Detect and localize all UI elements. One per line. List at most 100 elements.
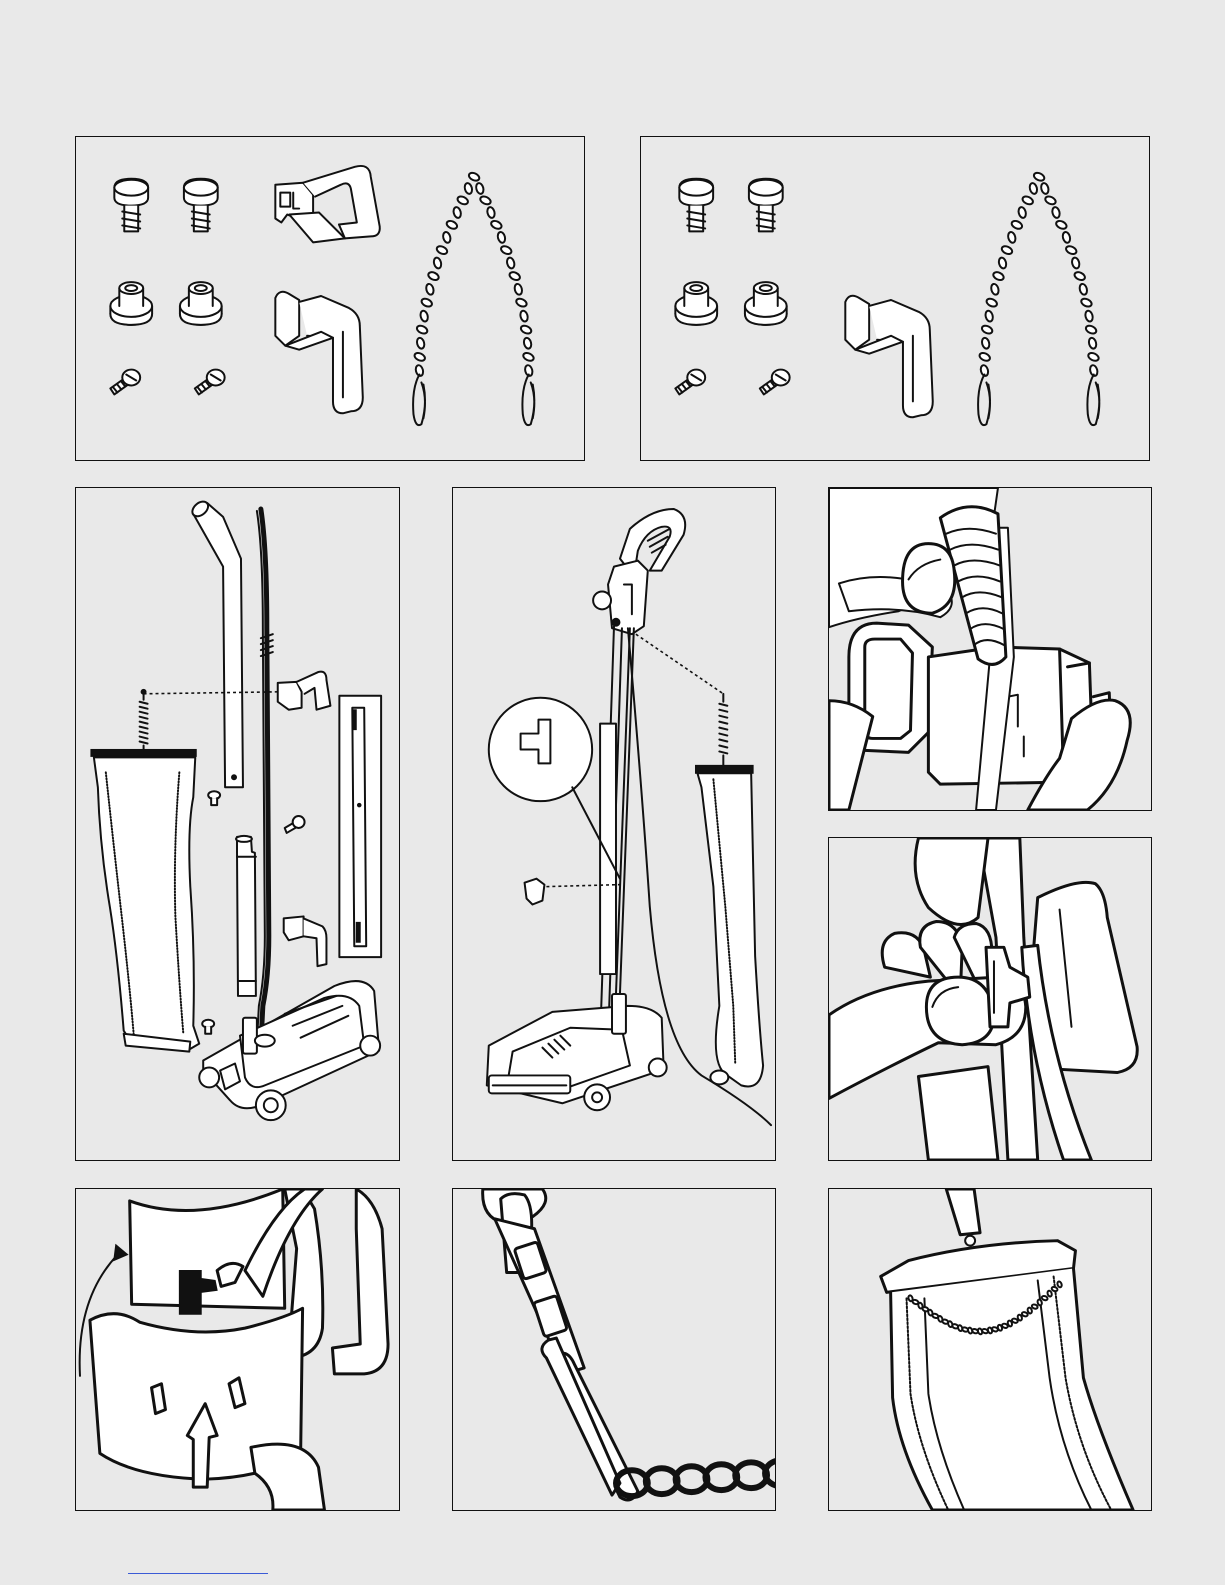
dust-bag	[91, 749, 199, 1051]
handle-grip	[593, 509, 685, 634]
chain-link	[475, 182, 485, 194]
chain-link	[420, 297, 433, 308]
parts-kit-b-panel	[640, 136, 1150, 461]
chain-link	[1007, 231, 1017, 243]
small-screw-icon	[110, 370, 140, 395]
chain-link	[981, 337, 991, 349]
bumper-screw-icon	[679, 179, 713, 232]
chain-link	[433, 257, 443, 269]
chain-link	[445, 219, 458, 230]
bag-with-chain-panel	[828, 1188, 1152, 1511]
chain-link	[1001, 245, 1014, 256]
bag-chain-icon	[413, 171, 535, 425]
chain-link	[981, 324, 994, 335]
chain-link	[523, 337, 533, 349]
bag-chain-icon	[616, 1460, 775, 1496]
vacuum-base	[199, 981, 380, 1120]
bag-spring	[140, 689, 148, 749]
chain-link	[452, 206, 462, 218]
handle-tube-lower	[251, 1444, 325, 1510]
chain-link	[1031, 1304, 1038, 1310]
cord-hook-icon	[525, 879, 545, 905]
handle-shaft	[600, 626, 634, 1045]
hook-rotate-detail-panel	[75, 1188, 400, 1511]
chain-link	[468, 171, 481, 182]
chain-link	[456, 195, 469, 206]
small-screw-icon	[195, 370, 225, 395]
small-screw-icon	[760, 370, 790, 395]
grommet-icon	[110, 282, 152, 325]
footer-link[interactable]	[128, 1573, 268, 1574]
cord-hook-lower-icon	[284, 916, 327, 966]
chain-link	[1085, 324, 1098, 335]
chain-link	[1010, 219, 1023, 230]
chain-link	[464, 182, 474, 194]
power-cord	[257, 509, 273, 1046]
chain-attached-handle-panel	[452, 1188, 776, 1511]
small-screw-icon	[675, 370, 705, 395]
grommet-icon	[745, 282, 787, 325]
cord-hook-lower-icon	[275, 292, 362, 413]
bag-spring-guide	[636, 634, 723, 694]
thumb	[903, 544, 955, 614]
chain-link	[978, 351, 991, 362]
chain-link	[1029, 182, 1039, 194]
chain-link	[522, 351, 535, 362]
chain-link	[497, 231, 507, 243]
chain-link	[506, 257, 516, 269]
chain-link	[520, 324, 533, 335]
handle-rail-detail	[339, 696, 381, 957]
chain-link	[1084, 310, 1094, 322]
chain-link	[500, 245, 513, 256]
chain-link	[479, 195, 492, 206]
bag-chain-icon	[978, 171, 1100, 425]
bumper-screw-icon	[114, 179, 148, 232]
chain-link	[1088, 337, 1098, 349]
handle-shaft	[946, 1189, 980, 1246]
chain-link	[1041, 1295, 1048, 1301]
cord-hook-upper-icon	[275, 166, 379, 242]
chain-link	[992, 271, 1005, 282]
chain-link	[436, 245, 449, 256]
bag-spring	[719, 694, 727, 766]
cord-hook-upper-icon	[278, 672, 331, 710]
parts-kit-a-panel	[75, 136, 585, 461]
chain-link	[425, 283, 435, 295]
chain-link	[1073, 271, 1086, 282]
chain-link	[514, 283, 524, 295]
chain-link	[998, 257, 1008, 269]
chain-link	[1087, 351, 1100, 362]
chain-link	[1033, 171, 1046, 182]
chain-hook	[542, 1338, 638, 1500]
chain-link	[990, 283, 1000, 295]
chain-link	[1037, 1299, 1043, 1306]
chain-link	[1055, 219, 1068, 230]
chain-link	[1047, 1290, 1053, 1297]
lower-handle-tube	[236, 836, 256, 996]
vacuum-assembled-view-panel	[452, 487, 776, 1161]
chain-link	[490, 219, 503, 230]
chain-link	[985, 297, 998, 308]
bag-spring-guide	[144, 692, 280, 694]
chain-link	[1065, 245, 1078, 256]
vacuum-base	[487, 994, 667, 1110]
chain-link	[1021, 195, 1034, 206]
bumper-screw-icon	[184, 179, 218, 232]
chain-link	[984, 310, 994, 322]
cord-hook-icon	[845, 296, 932, 417]
upper-handle-tube	[190, 499, 243, 788]
chain-link	[416, 337, 426, 349]
hand-pressing-clip-panel	[828, 837, 1152, 1161]
chain-link	[1062, 231, 1072, 243]
dust-bag	[695, 765, 763, 1086]
chain-link	[486, 206, 496, 218]
grommet-icon	[180, 282, 222, 325]
snap-hook	[1087, 375, 1099, 426]
dust-bag	[891, 1269, 1133, 1510]
chain-link	[515, 297, 528, 308]
chain-link	[1051, 1286, 1058, 1292]
chain-link	[1017, 206, 1027, 218]
snap-hook	[522, 375, 534, 426]
handle-top	[483, 1189, 585, 1374]
